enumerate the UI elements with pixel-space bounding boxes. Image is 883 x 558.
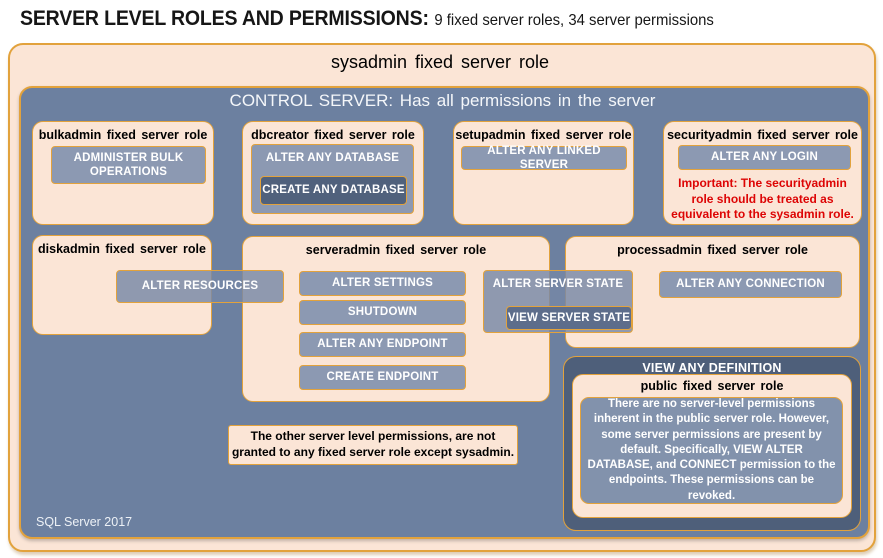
sql-server-version-label: SQL Server 2017 bbox=[36, 515, 133, 529]
securityadmin-role-box: securityadmin fixed server role ALTER AN… bbox=[663, 121, 862, 225]
permission-alter-any-linked-server: ALTER ANY LINKED SERVER bbox=[461, 145, 627, 171]
permission-alter-server-state: ALTER SERVER STATE VIEW SERVER STATE bbox=[483, 270, 633, 333]
control-server-header: CONTROL SERVER: Has all permissions in t… bbox=[229, 91, 656, 110]
public-role-label: public fixed server role bbox=[640, 379, 784, 393]
public-role-description: There are no server-level permissions in… bbox=[580, 397, 843, 504]
dbcreator-role-label: dbcreator fixed server role bbox=[251, 128, 415, 142]
page-title-suffix: 9 fixed server roles, 34 server permissi… bbox=[434, 12, 714, 29]
setupadmin-role-box: setupadmin fixed server role ALTER ANY L… bbox=[453, 121, 634, 225]
bulkadmin-role-box: bulkadmin fixed server role ADMINISTER B… bbox=[32, 121, 214, 225]
serveradmin-role-label: serveradmin fixed server role bbox=[305, 243, 487, 257]
permission-alter-any-database: ALTER ANY DATABASE CREATE ANY DATABASE bbox=[251, 144, 414, 214]
permission-shutdown: SHUTDOWN bbox=[299, 300, 466, 325]
diskadmin-role-label: diskadmin fixed server role bbox=[38, 242, 206, 256]
processadmin-role-label: processadmin fixed server role bbox=[617, 243, 808, 257]
permission-create-any-database: CREATE ANY DATABASE bbox=[260, 176, 407, 205]
serveradmin-role-box: serveradmin fixed server role ALTER SETT… bbox=[242, 236, 633, 402]
processadmin-role-box: processadmin fixed server role ALTER ANY… bbox=[565, 236, 860, 348]
permission-alter-any-endpoint: ALTER ANY ENDPOINT bbox=[299, 332, 466, 357]
permission-view-server-state: VIEW SERVER STATE bbox=[506, 306, 632, 330]
permission-alter-resources: ALTER RESOURCES bbox=[116, 270, 284, 303]
setupadmin-role-label: setupadmin fixed server role bbox=[455, 128, 632, 142]
bulkadmin-role-label: bulkadmin fixed server role bbox=[38, 128, 208, 142]
securityadmin-role-label: securityadmin fixed server role bbox=[667, 128, 858, 142]
permission-alter-any-login: ALTER ANY LOGIN bbox=[678, 145, 851, 170]
permission-alter-any-connection: ALTER ANY CONNECTION bbox=[659, 271, 842, 298]
dbcreator-role-box: dbcreator fixed server role ALTER ANY DA… bbox=[242, 121, 424, 225]
permission-alter-server-state-label: ALTER SERVER STATE bbox=[492, 278, 624, 290]
page-title-main: SERVER LEVEL ROLES AND PERMISSIONS: bbox=[20, 7, 429, 30]
permission-alter-settings: ALTER SETTINGS bbox=[299, 271, 466, 296]
permission-alter-any-database-label: ALTER ANY DATABASE bbox=[265, 152, 400, 164]
permission-view-any-definition-label: VIEW ANY DEFINITION bbox=[642, 361, 782, 375]
securityadmin-warning-text: Important: The securityadmin role should… bbox=[671, 176, 854, 222]
permission-create-endpoint: CREATE ENDPOINT bbox=[299, 365, 466, 390]
permission-administer-bulk-operations: ADMINISTER BULK OPERATIONS bbox=[51, 146, 206, 184]
sysadmin-role-label: sysadmin fixed server role bbox=[330, 52, 550, 72]
other-permissions-note: The other server level permissions, are … bbox=[228, 425, 518, 465]
diskadmin-role-box: diskadmin fixed server role ALTER RESOUR… bbox=[32, 235, 284, 335]
page-title: SERVER LEVEL ROLES AND PERMISSIONS: 9 fix… bbox=[20, 7, 714, 31]
